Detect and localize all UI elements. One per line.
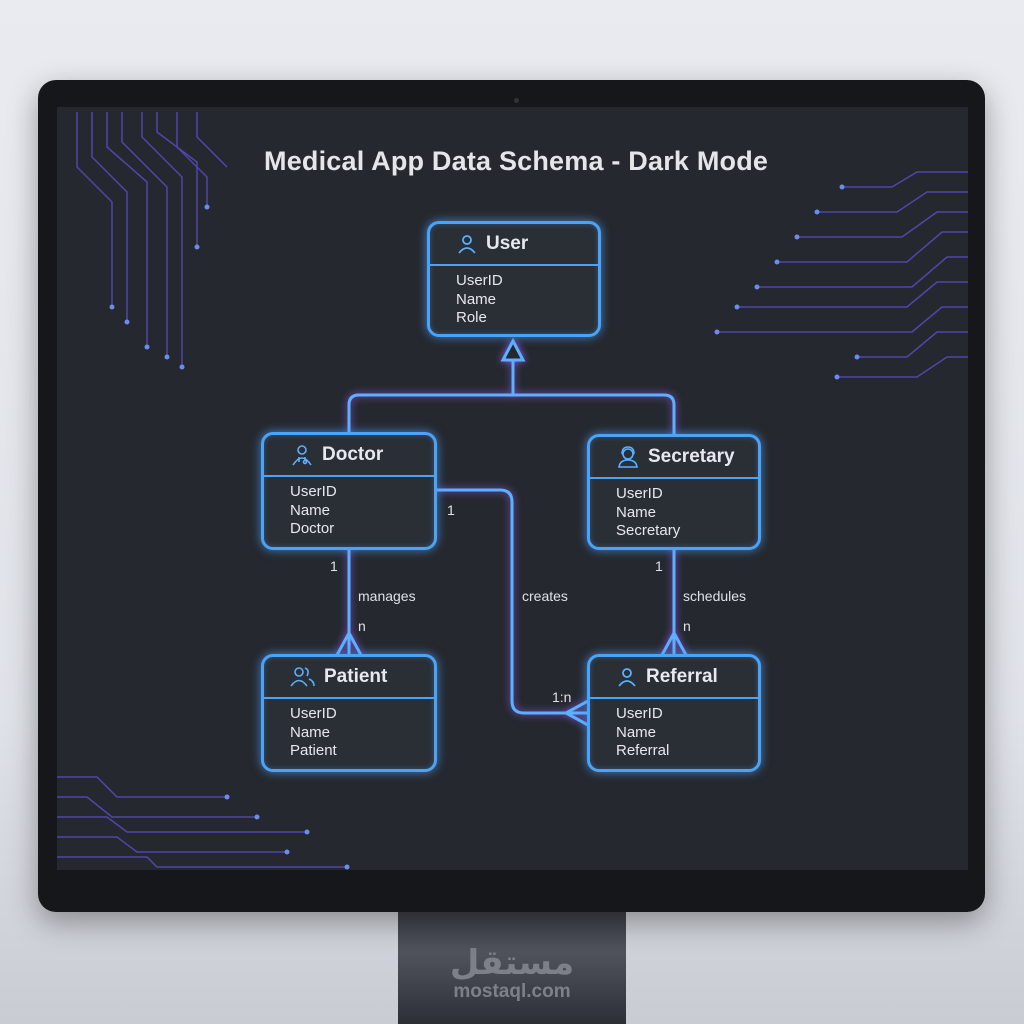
- monitor-stand: [398, 905, 626, 1024]
- inheritance-connector: [347, 360, 676, 435]
- secretary-icon: [618, 446, 638, 468]
- entity-name: Doctor: [322, 444, 384, 465]
- field: UserID: [616, 485, 663, 502]
- watermark: مستقل mostaql.com: [398, 945, 626, 1003]
- circuit-decoration: [57, 112, 968, 870]
- doctor-icon: [292, 445, 312, 466]
- webcam: [514, 98, 519, 103]
- schedules-line: [660, 549, 688, 656]
- manages-line: [335, 549, 363, 656]
- creates-to-cardinality: 1:n: [552, 689, 572, 705]
- field: Name: [456, 290, 497, 308]
- field: UserID: [290, 483, 337, 500]
- field: UserID: [456, 272, 503, 289]
- field: Role: [456, 309, 487, 326]
- entity-name: User: [486, 233, 529, 254]
- watermark-arabic: مستقل: [449, 944, 575, 982]
- field: Doctor: [290, 520, 335, 537]
- user-icon: [458, 235, 476, 254]
- field: Name: [616, 503, 657, 521]
- diagram-title: Medical App Data Schema - Dark Mode: [264, 146, 769, 176]
- schedules-to-cardinality: n: [683, 618, 691, 634]
- field: Patient: [290, 742, 337, 759]
- field: Name: [290, 501, 331, 519]
- field: Secretary: [616, 522, 681, 539]
- inheritance-arrow: [500, 337, 526, 362]
- field: UserID: [290, 705, 337, 722]
- field: UserID: [616, 705, 663, 722]
- field: Referral: [616, 742, 670, 759]
- schedules-label: schedules: [683, 588, 747, 604]
- schedules-from-cardinality: 1: [655, 558, 663, 574]
- manages-from-cardinality: 1: [330, 558, 338, 574]
- field: Name: [290, 723, 331, 741]
- manages-label: manages: [358, 588, 416, 604]
- patients-icon: [290, 667, 315, 687]
- manages-to-cardinality: n: [358, 618, 366, 634]
- entity-name: Patient: [324, 666, 388, 687]
- entity-name: Referral: [646, 666, 718, 687]
- creates-from-cardinality: 1: [447, 502, 455, 518]
- creates-line: [436, 488, 589, 727]
- watermark-latin: mostaql.com: [453, 981, 571, 1002]
- user-icon: [618, 668, 636, 687]
- entity-name: Secretary: [648, 446, 735, 467]
- field: Name: [616, 723, 657, 741]
- creates-label: creates: [522, 588, 568, 604]
